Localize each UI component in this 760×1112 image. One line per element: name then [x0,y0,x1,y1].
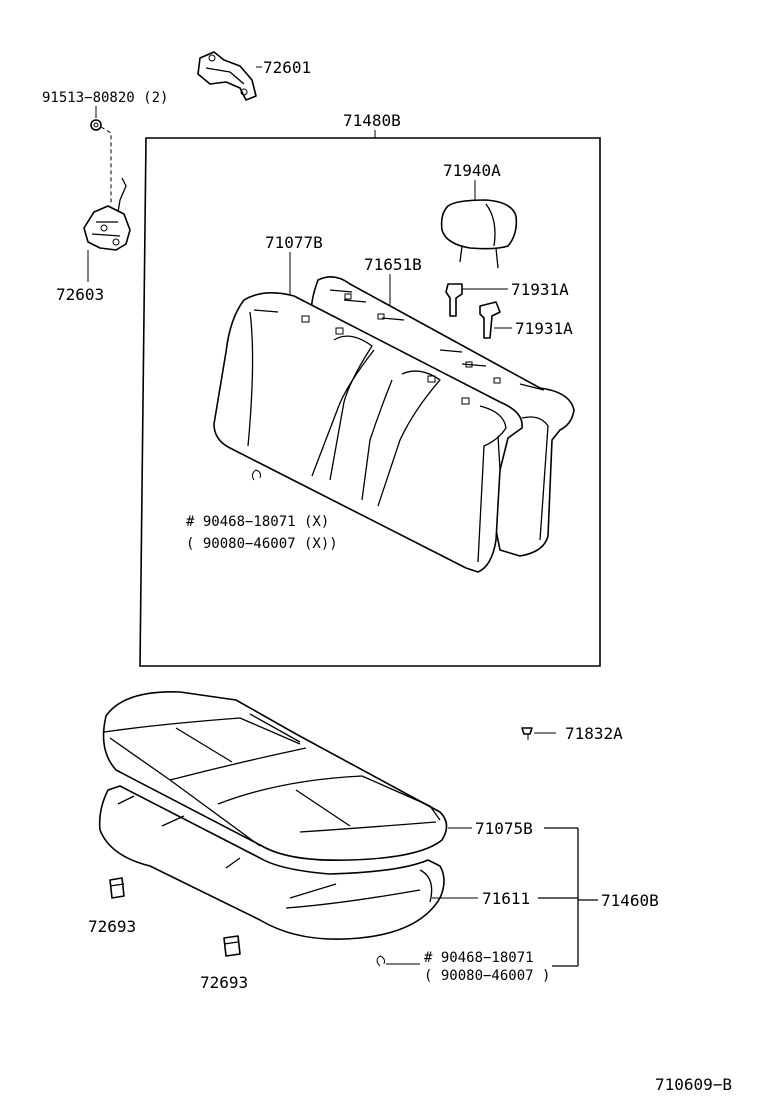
label-71931A-upper: 71931A [511,280,569,299]
label-71651B: 71651B [364,255,422,274]
label-71075B: 71075B [475,819,533,838]
label-71077B: 71077B [265,233,323,252]
label-71940A: 71940A [443,161,501,180]
label-71832A: 71832A [565,724,623,743]
seatback-assembly-box [139,137,601,667]
seat-pad-icon [98,785,445,940]
clip-icon [223,935,241,957]
label-71460B: 71460B [601,891,659,910]
seat-back-lock-icon [83,177,131,251]
clip-icon [109,877,125,899]
label-71480B: 71480B [343,111,401,130]
diagram-id: 710609−B [655,1075,732,1094]
fastener-icon [521,727,533,740]
label-71931A-lower: 71931A [515,319,573,338]
label-90080-46007: ( 90080−46007 ) [424,968,550,984]
label-72693-left: 72693 [88,917,136,936]
rear-seat-cushion-icon [102,691,448,862]
headrest-icon [440,199,518,269]
label-71611: 71611 [482,889,530,908]
headrest-support-icon [445,283,508,317]
hog-ring-icon [251,469,261,481]
headrest-support-icon [479,301,512,339]
label-91513-80820: 91513−80820 (2) [42,90,168,106]
label-90468-18071-x: # 90468−18071 (X) [186,514,329,530]
wire-harness-bracket-icon [197,51,257,101]
label-72603: 72603 [56,285,104,304]
label-72693-right: 72693 [200,973,248,992]
clip-icon [90,119,102,131]
hog-ring-icon [376,955,385,967]
label-90080-46007-x: ( 90080−46007 (X)) [186,536,338,552]
label-90468-18071: # 90468−18071 [424,950,534,966]
seat-pad-icon [213,292,523,573]
label-72601: 72601 [263,58,311,77]
